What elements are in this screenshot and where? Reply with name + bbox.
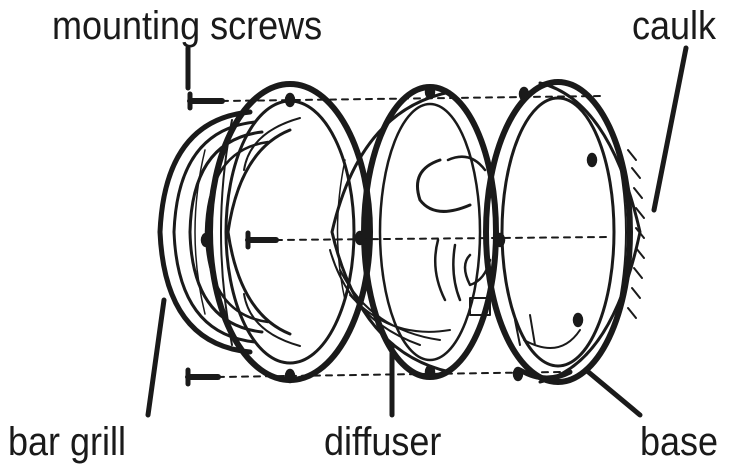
label-caulk: caulk xyxy=(632,4,717,48)
leader-bar-grill xyxy=(145,297,167,418)
retaining-ring xyxy=(207,81,373,383)
leader-base xyxy=(583,367,643,418)
leader-caulk xyxy=(651,45,689,213)
label-diffuser: diffuser xyxy=(324,420,442,464)
bar-grill-cage xyxy=(157,109,301,355)
label-base: base xyxy=(640,420,719,464)
alignment-lines xyxy=(217,95,609,378)
leader-lines xyxy=(145,45,689,418)
label-mounting-screws: mounting screws xyxy=(52,4,323,48)
mounting-screws xyxy=(185,91,279,387)
base-housing xyxy=(483,79,645,385)
label-bar-grill: bar grill xyxy=(8,420,127,464)
